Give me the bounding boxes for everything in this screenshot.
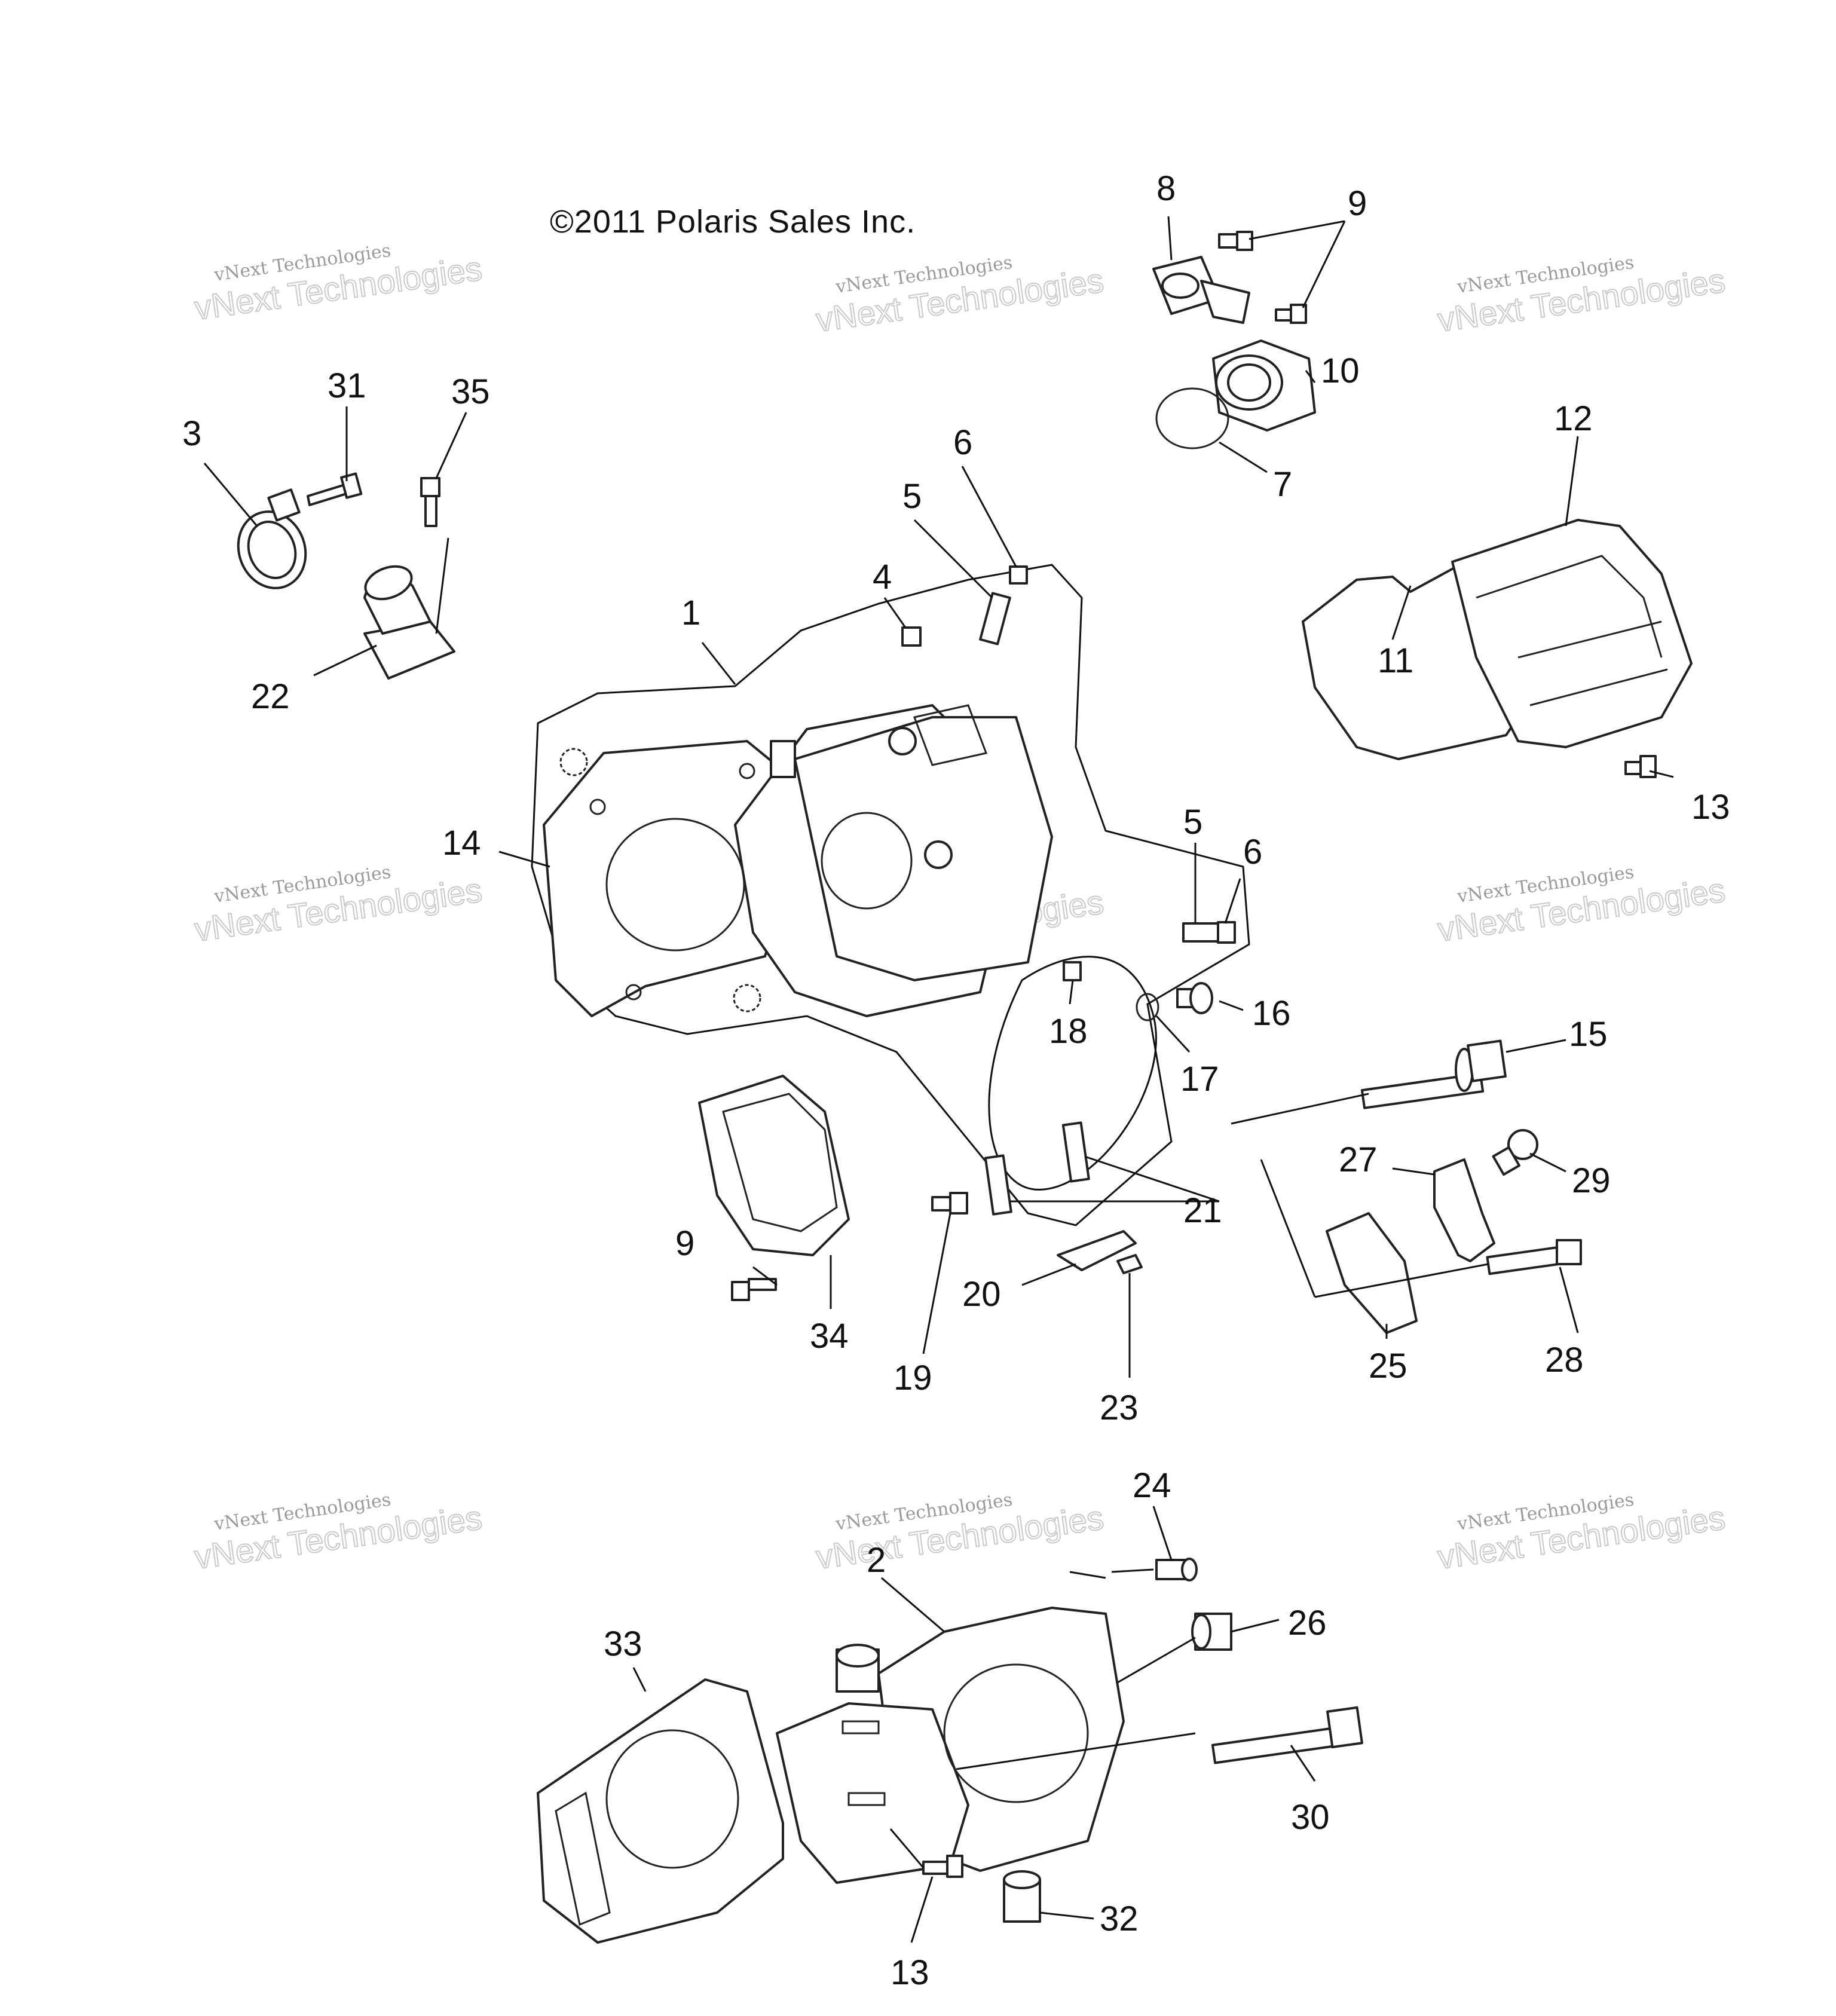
watermark: vNext Technologies vNext Technologies	[192, 1489, 485, 1577]
part-9-bolt-left	[731, 1278, 777, 1301]
part-1-cylinder-head	[734, 704, 1053, 1017]
callout-3: 3	[182, 414, 201, 453]
part-13-bolt-cover	[1624, 755, 1657, 778]
part-33-base-gasket	[537, 1678, 784, 1944]
callout-20: 20	[962, 1275, 1001, 1314]
watermark: vNext Technologies vNext Technologies	[1435, 252, 1728, 339]
part-19-bolt	[931, 1192, 968, 1215]
part-3-clamp	[237, 488, 307, 589]
callout-14: 14	[442, 824, 481, 862]
part-23-clip	[1116, 1254, 1143, 1274]
part-28-bolt	[1486, 1239, 1582, 1275]
part-6-cap-upper	[1009, 565, 1028, 585]
callout-26: 26	[1288, 1604, 1327, 1642]
watermark: vNext Technologies vNext Technologies	[813, 1489, 1107, 1577]
watermark: vNext Technologies vNext Technologies	[813, 252, 1107, 339]
part-35-bolt	[420, 477, 440, 527]
part-25-bracket	[1326, 1212, 1418, 1334]
callout-9-lower: 9	[675, 1224, 694, 1263]
lower-outline-loop	[988, 956, 1157, 1191]
part-10-housing	[1212, 339, 1316, 432]
callout-25: 25	[1369, 1347, 1407, 1385]
dowel-pin-lower	[733, 984, 761, 1012]
callout-35: 35	[451, 372, 490, 411]
watermark: vNext Technologies vNext Technologies	[192, 240, 485, 328]
part-32-sleeve	[1003, 1870, 1041, 1923]
leader-lines	[203, 216, 1674, 1943]
part-8-elbow	[1152, 256, 1250, 324]
part-31-screw	[307, 472, 363, 506]
part-2-cylinder	[776, 1607, 1125, 1884]
callout-12: 12	[1554, 399, 1593, 438]
callout-30: 30	[1291, 1798, 1330, 1837]
part-15-bolt	[1360, 1039, 1507, 1109]
part-18-sleeve	[1063, 961, 1082, 981]
part-9-bolt-lower	[1275, 304, 1307, 324]
part-26-fitting	[1191, 1613, 1232, 1651]
part-5-pin-upper	[979, 592, 1011, 646]
part-12-valve-cover	[1451, 519, 1693, 748]
callout-5-upper: 5	[902, 477, 922, 516]
callout-34: 34	[810, 1317, 849, 1356]
watermark: vNext Technologies vNext Technologies	[1435, 862, 1728, 949]
part-34-cover-plate	[698, 1075, 850, 1256]
callout-6-right: 6	[1243, 833, 1262, 871]
callout-32: 32	[1100, 1899, 1139, 1938]
callout-8: 8	[1156, 169, 1176, 208]
callout-21: 21	[1183, 1191, 1222, 1230]
callout-13-lower: 13	[891, 1953, 929, 1992]
callout-22: 22	[251, 677, 290, 716]
part-24-sleeve	[1155, 1558, 1198, 1581]
callout-6-upper: 6	[953, 423, 972, 462]
callout-23: 23	[1100, 1388, 1139, 1427]
callout-17: 17	[1180, 1060, 1219, 1099]
part-16-plug	[1176, 982, 1213, 1014]
callout-5-right: 5	[1183, 803, 1202, 842]
part-7-oring	[1155, 387, 1229, 449]
part-4-plug	[901, 626, 922, 647]
dowel-pin-upper	[559, 748, 588, 776]
part-17-washer	[1136, 993, 1159, 1021]
callout-7: 7	[1273, 465, 1292, 504]
copyright-notice: ©2011 Polaris Sales Inc.	[550, 204, 916, 240]
callout-33: 33	[604, 1625, 642, 1663]
callout-1: 1	[681, 594, 700, 632]
part-6-cap-right	[1217, 921, 1236, 944]
part-30-bolt	[1211, 1706, 1363, 1764]
callout-2: 2	[867, 1541, 886, 1580]
part-21-studs	[984, 1121, 1090, 1216]
callout-4: 4	[873, 558, 892, 596]
callout-15: 15	[1569, 1015, 1608, 1054]
callout-19: 19	[893, 1359, 932, 1397]
part-22-intake-boot	[363, 565, 455, 680]
callout-27: 27	[1339, 1140, 1378, 1179]
callout-9-upper: 9	[1348, 184, 1367, 223]
watermark: vNext Technologies vNext Technologies	[1435, 1489, 1728, 1577]
part-27-bracket	[1433, 1158, 1495, 1262]
callout-28: 28	[1545, 1341, 1584, 1379]
part-9-bolt-upper	[1218, 231, 1253, 251]
callout-24: 24	[1133, 1466, 1171, 1505]
callout-29: 29	[1572, 1161, 1611, 1200]
watermark: vNext Technologies vNext Technologies	[192, 862, 485, 949]
callout-16: 16	[1252, 994, 1291, 1033]
callout-18: 18	[1049, 1012, 1088, 1051]
part-29-bolt	[1492, 1129, 1538, 1176]
callout-13-upper: 13	[1691, 788, 1730, 827]
callout-labels: 1 2 3 4 5 5 6 6 7 8 9 9 10 11 12 13 13 1…	[182, 169, 1730, 1992]
callout-11: 11	[1378, 641, 1413, 680]
callout-31: 31	[328, 366, 366, 405]
callout-10: 10	[1321, 351, 1360, 390]
